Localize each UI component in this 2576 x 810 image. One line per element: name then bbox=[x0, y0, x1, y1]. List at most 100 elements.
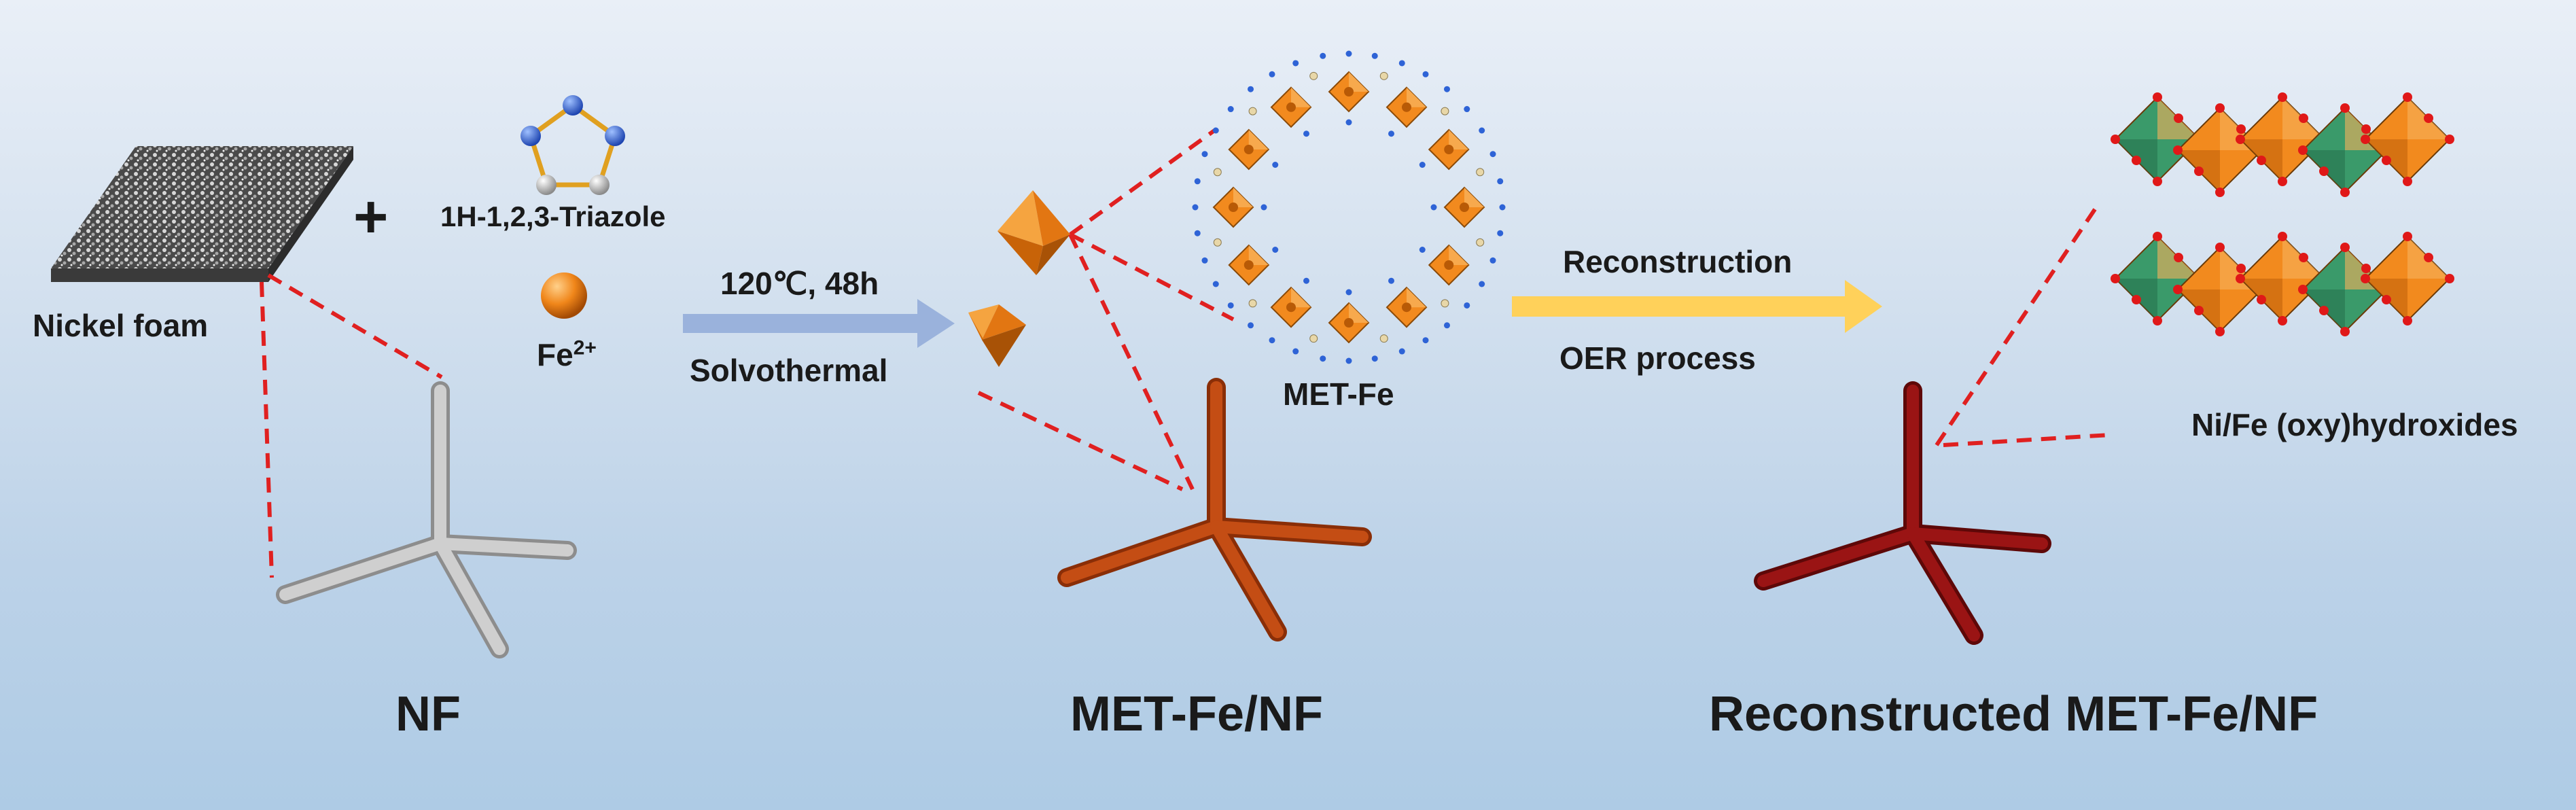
nitrogen-atom bbox=[1201, 257, 1208, 264]
oxygen-atom bbox=[2340, 103, 2350, 113]
oxygen-atom bbox=[2173, 145, 2183, 155]
fe-center bbox=[1460, 202, 1469, 212]
fe-center bbox=[1344, 318, 1354, 328]
oxygen-atom bbox=[2298, 285, 2308, 294]
oxygen-atom bbox=[2361, 135, 2370, 144]
nitrogen-atom bbox=[1320, 52, 1326, 59]
oxygen-atom bbox=[2153, 316, 2162, 325]
linker-atom bbox=[1379, 334, 1388, 343]
fe-ion-label: Fe2+ bbox=[537, 336, 597, 372]
oxygen-atom bbox=[2340, 243, 2350, 252]
oer-process-label: OER process bbox=[1559, 340, 1756, 376]
fe-center bbox=[1344, 87, 1354, 96]
oxygen-atom bbox=[2278, 177, 2287, 186]
linker-atom bbox=[1248, 299, 1257, 308]
met-fe-guide-lines bbox=[977, 127, 1235, 491]
reconstruction-arrow-icon bbox=[1512, 280, 1882, 333]
oxyhydroxide-guide-lines bbox=[1935, 206, 2111, 447]
met-fe-label: MET-Fe bbox=[1283, 376, 1394, 412]
nitrogen-atom bbox=[1464, 106, 1470, 113]
nitrogen-atom bbox=[1430, 204, 1437, 211]
oxygen-atom bbox=[2236, 135, 2245, 144]
nitrogen-atom bbox=[1345, 289, 1352, 296]
nitrogen-atom bbox=[1272, 247, 1279, 253]
oxygen-atom bbox=[2132, 295, 2141, 304]
ni-fe-oxyhydroxide-structure-icon bbox=[2111, 92, 2454, 336]
fe-center bbox=[1444, 260, 1454, 270]
oxygen-atom bbox=[2299, 113, 2308, 123]
fe-center bbox=[1229, 202, 1238, 212]
oxygen-atom bbox=[2111, 274, 2120, 283]
triazole-molecule-icon bbox=[521, 95, 625, 195]
oxygen-atom bbox=[2382, 295, 2391, 304]
reconstructed-node-icon bbox=[1754, 381, 2051, 645]
condition-temperature-time: 120℃, 48h bbox=[720, 266, 879, 301]
oxygen-atom bbox=[2215, 327, 2225, 336]
nitrogen-atom bbox=[1345, 50, 1352, 57]
fe-center bbox=[1402, 302, 1411, 313]
nitrogen-atom bbox=[1371, 355, 1378, 362]
octahedron-facet bbox=[1407, 87, 1426, 107]
oxygen-atom bbox=[2340, 327, 2350, 336]
nitrogen-atom bbox=[1269, 71, 1275, 77]
nitrogen-atom bbox=[1248, 322, 1254, 329]
nitrogen-atom bbox=[1212, 127, 1219, 134]
nitrogen-atom bbox=[1388, 130, 1394, 137]
linker-atom bbox=[1248, 107, 1257, 116]
fe-center bbox=[1243, 260, 1254, 270]
oxygen-atom bbox=[2236, 274, 2245, 283]
oxygen-atom bbox=[2153, 177, 2162, 186]
nitrogen-atom bbox=[1192, 204, 1199, 211]
nickel-foam-label: Nickel foam bbox=[33, 308, 209, 343]
fe-ion-sphere-icon bbox=[541, 272, 587, 319]
oxygen-atom bbox=[2424, 113, 2433, 123]
nitrogen-atom bbox=[1497, 178, 1504, 185]
nitrogen-atom bbox=[1194, 178, 1201, 185]
nitrogen-atom bbox=[1479, 281, 1485, 287]
nitrogen-atom bbox=[1303, 130, 1309, 137]
octahedron-facet bbox=[1233, 188, 1253, 207]
reconstructed-caption: Reconstructed MET-Fe/NF bbox=[1709, 687, 2318, 741]
linker-atom bbox=[1309, 71, 1318, 80]
oxygen-atom bbox=[2340, 188, 2350, 197]
linker-atom bbox=[1441, 107, 1449, 116]
fe-center bbox=[1444, 145, 1454, 154]
nitrogen-atom bbox=[1479, 127, 1485, 134]
reconstruction-label: Reconstruction bbox=[1563, 244, 1793, 279]
oxygen-atom bbox=[2153, 232, 2162, 241]
oxygen-atom bbox=[2445, 274, 2454, 283]
oxygen-atom bbox=[2215, 243, 2225, 252]
oxygen-atom bbox=[2236, 264, 2246, 273]
octahedron-facet bbox=[1349, 72, 1369, 92]
nitrogen-atom bbox=[1422, 71, 1429, 77]
oxygen-atom bbox=[2278, 92, 2287, 102]
octahedron-facet bbox=[1449, 245, 1469, 265]
linker-atom bbox=[1476, 238, 1485, 247]
nitrogen-atom bbox=[1443, 322, 1450, 329]
oxygen-atom bbox=[2215, 188, 2225, 197]
octahedron-small-icon bbox=[968, 304, 1026, 367]
oxygen-atom bbox=[2361, 264, 2371, 273]
nitrogen-atom bbox=[1388, 277, 1394, 284]
oxygen-atom bbox=[2257, 156, 2266, 165]
nitrogen-atom bbox=[1248, 86, 1254, 92]
octahedron-facet bbox=[1291, 87, 1311, 107]
nickel-foam-slab bbox=[51, 146, 353, 282]
oxygen-atom bbox=[2299, 253, 2308, 262]
linker-atom bbox=[1476, 168, 1485, 177]
nitrogen-atom bbox=[1260, 204, 1267, 211]
oxyhydroxides-label: Ni/Fe (oxy)hydroxides bbox=[2191, 407, 2518, 442]
nitrogen-atom bbox=[1443, 86, 1450, 92]
nitrogen-atom bbox=[1489, 151, 1496, 158]
nitrogen-atom bbox=[1320, 355, 1326, 362]
nitrogen-atom bbox=[1292, 60, 1299, 67]
oxygen-atom bbox=[2403, 177, 2412, 186]
nitrogen-atom bbox=[1497, 230, 1504, 236]
solvothermal-arrow-icon bbox=[683, 299, 955, 348]
oxygen-atom bbox=[2403, 316, 2412, 325]
met-fe-nf-node-icon bbox=[1057, 378, 1372, 641]
oxygen-atom bbox=[2361, 274, 2370, 283]
octahedron-facet bbox=[1248, 245, 1269, 265]
nitrogen-atom bbox=[1292, 348, 1299, 355]
